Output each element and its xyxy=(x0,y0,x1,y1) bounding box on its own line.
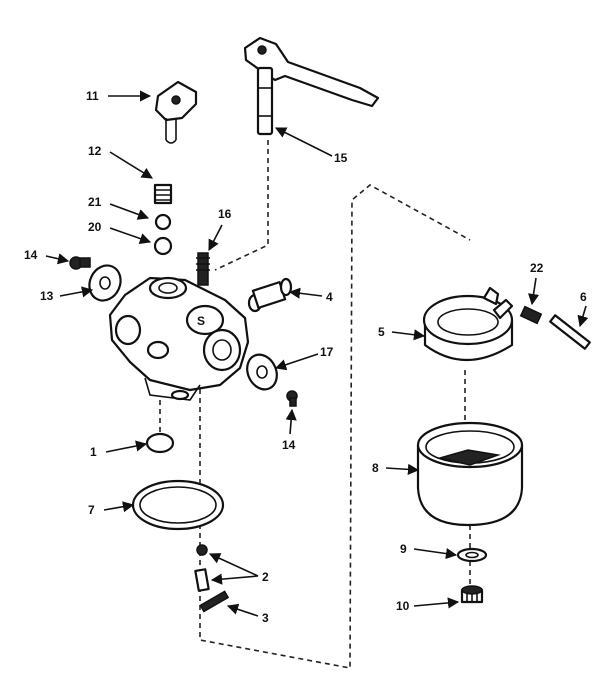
callout-6: 6 xyxy=(580,290,587,304)
callout-3: 3 xyxy=(262,611,269,625)
part-plug-17 xyxy=(246,353,278,391)
part-inlet-needle xyxy=(194,544,210,592)
callout-5: 5 xyxy=(378,325,385,339)
part-bowl-nut xyxy=(460,585,484,604)
callout-12: 12 xyxy=(88,144,102,158)
part-choke-lever xyxy=(154,80,198,144)
callout-7: 7 xyxy=(88,503,95,517)
callout-1: 1 xyxy=(90,445,97,459)
callout-labels: 11 12 21 20 14 13 16 15 4 17 14 1 7 2 3 … xyxy=(24,89,587,625)
part-screw-right xyxy=(286,390,298,407)
callout-4: 4 xyxy=(326,290,333,304)
part-check-ball-large xyxy=(153,236,173,256)
part-idle-needle xyxy=(196,252,210,286)
part-pin-3 xyxy=(199,590,230,613)
part-carburetor-body: S xyxy=(108,276,250,401)
part-spring-22 xyxy=(519,305,543,325)
callout-15: 15 xyxy=(334,151,348,165)
part-float-pin xyxy=(549,314,591,350)
callout-9: 9 xyxy=(400,542,407,556)
callout-13: 13 xyxy=(40,289,54,303)
callout-21: 21 xyxy=(88,195,102,209)
part-float-bowl xyxy=(416,421,524,527)
part-plug-13 xyxy=(88,264,122,302)
callout-leaders xyxy=(45,90,589,617)
callout-8: 8 xyxy=(372,461,379,475)
callout-2: 2 xyxy=(262,570,269,584)
part-spring xyxy=(153,183,173,205)
part-throttle-shaft xyxy=(243,36,380,136)
callout-11: 11 xyxy=(86,89,99,103)
part-check-ball xyxy=(154,213,172,231)
callout-16: 16 xyxy=(218,207,232,221)
svg-text:S: S xyxy=(197,314,205,328)
callout-14: 14 xyxy=(24,248,38,262)
callout-14-right: 14 xyxy=(282,438,296,452)
part-o-ring xyxy=(131,479,225,531)
assembly-guide-lines xyxy=(159,140,471,669)
part-float xyxy=(422,286,514,362)
callout-17: 17 xyxy=(320,345,334,359)
callout-20: 20 xyxy=(88,220,102,234)
callout-22: 22 xyxy=(530,261,544,275)
part-washer xyxy=(456,547,488,563)
part-screw-left xyxy=(69,256,91,270)
callout-10: 10 xyxy=(396,599,410,613)
part-fuel-fitting xyxy=(247,277,293,313)
part-welch-plug xyxy=(145,432,175,454)
